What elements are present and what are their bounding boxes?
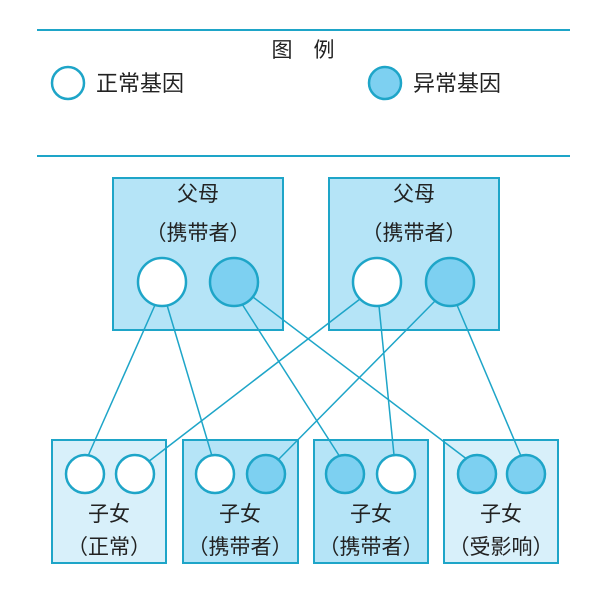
legend-abnormal-label: 异常基因 [413,72,501,97]
inheritance-lines [87,296,522,463]
child-1-subtitle: （正常） [67,535,151,559]
parent-1-normal-gene-icon [136,256,188,308]
legend-title: 图 例 [272,38,335,62]
line-p1-abnormal-to-c3 [241,303,341,458]
normal-gene-legend-icon [50,65,86,101]
child-3-gene-1-icon [324,453,366,495]
parent-2-subtitle: （携带者） [362,221,467,245]
line-p2-abnormal-to-c4 [456,304,522,457]
line-p1-normal-to-c1 [87,304,156,457]
child-4-gene-2-icon [505,453,547,495]
child-2-title: 子女 [219,502,261,526]
abnormal-gene-legend-icon [367,65,403,101]
child-3-gene-2-icon [375,453,417,495]
line-p2-normal-to-c3 [378,305,395,456]
child-2-subtitle: （携带者） [188,535,293,559]
child-3-subtitle: （携带者） [319,535,424,559]
parent-box-2 [328,177,500,331]
parent-2-normal-gene-icon [351,256,403,308]
child-3-title: 子女 [350,502,392,526]
legend-normal-label: 正常基因 [96,72,184,97]
parent-box-1 [112,177,284,331]
line-p1-abnormal-to-c4 [252,296,469,461]
child-1-gene-1-icon [64,453,106,495]
legend: 图 例 正常基因 异常基因 [37,29,570,157]
child-4-gene-1-icon [456,453,498,495]
parent-1-subtitle: （携带者） [146,221,251,245]
parent-2-title: 父母 [393,182,435,206]
child-1-gene-2-icon [114,453,156,495]
child-2-gene-2-icon [245,453,287,495]
parent-1-title: 父母 [177,182,219,206]
line-p2-abnormal-to-c2 [276,300,436,462]
child-4-subtitle: （受影响） [449,535,554,559]
child-2-gene-1-icon [194,453,236,495]
parent-1-abnormal-gene-icon [208,256,260,308]
parent-2-abnormal-gene-icon [424,256,476,308]
child-1-title: 子女 [88,502,130,526]
line-p1-normal-to-c2 [166,304,213,457]
line-p2-normal-to-c1 [147,298,361,463]
child-4-title: 子女 [480,502,522,526]
